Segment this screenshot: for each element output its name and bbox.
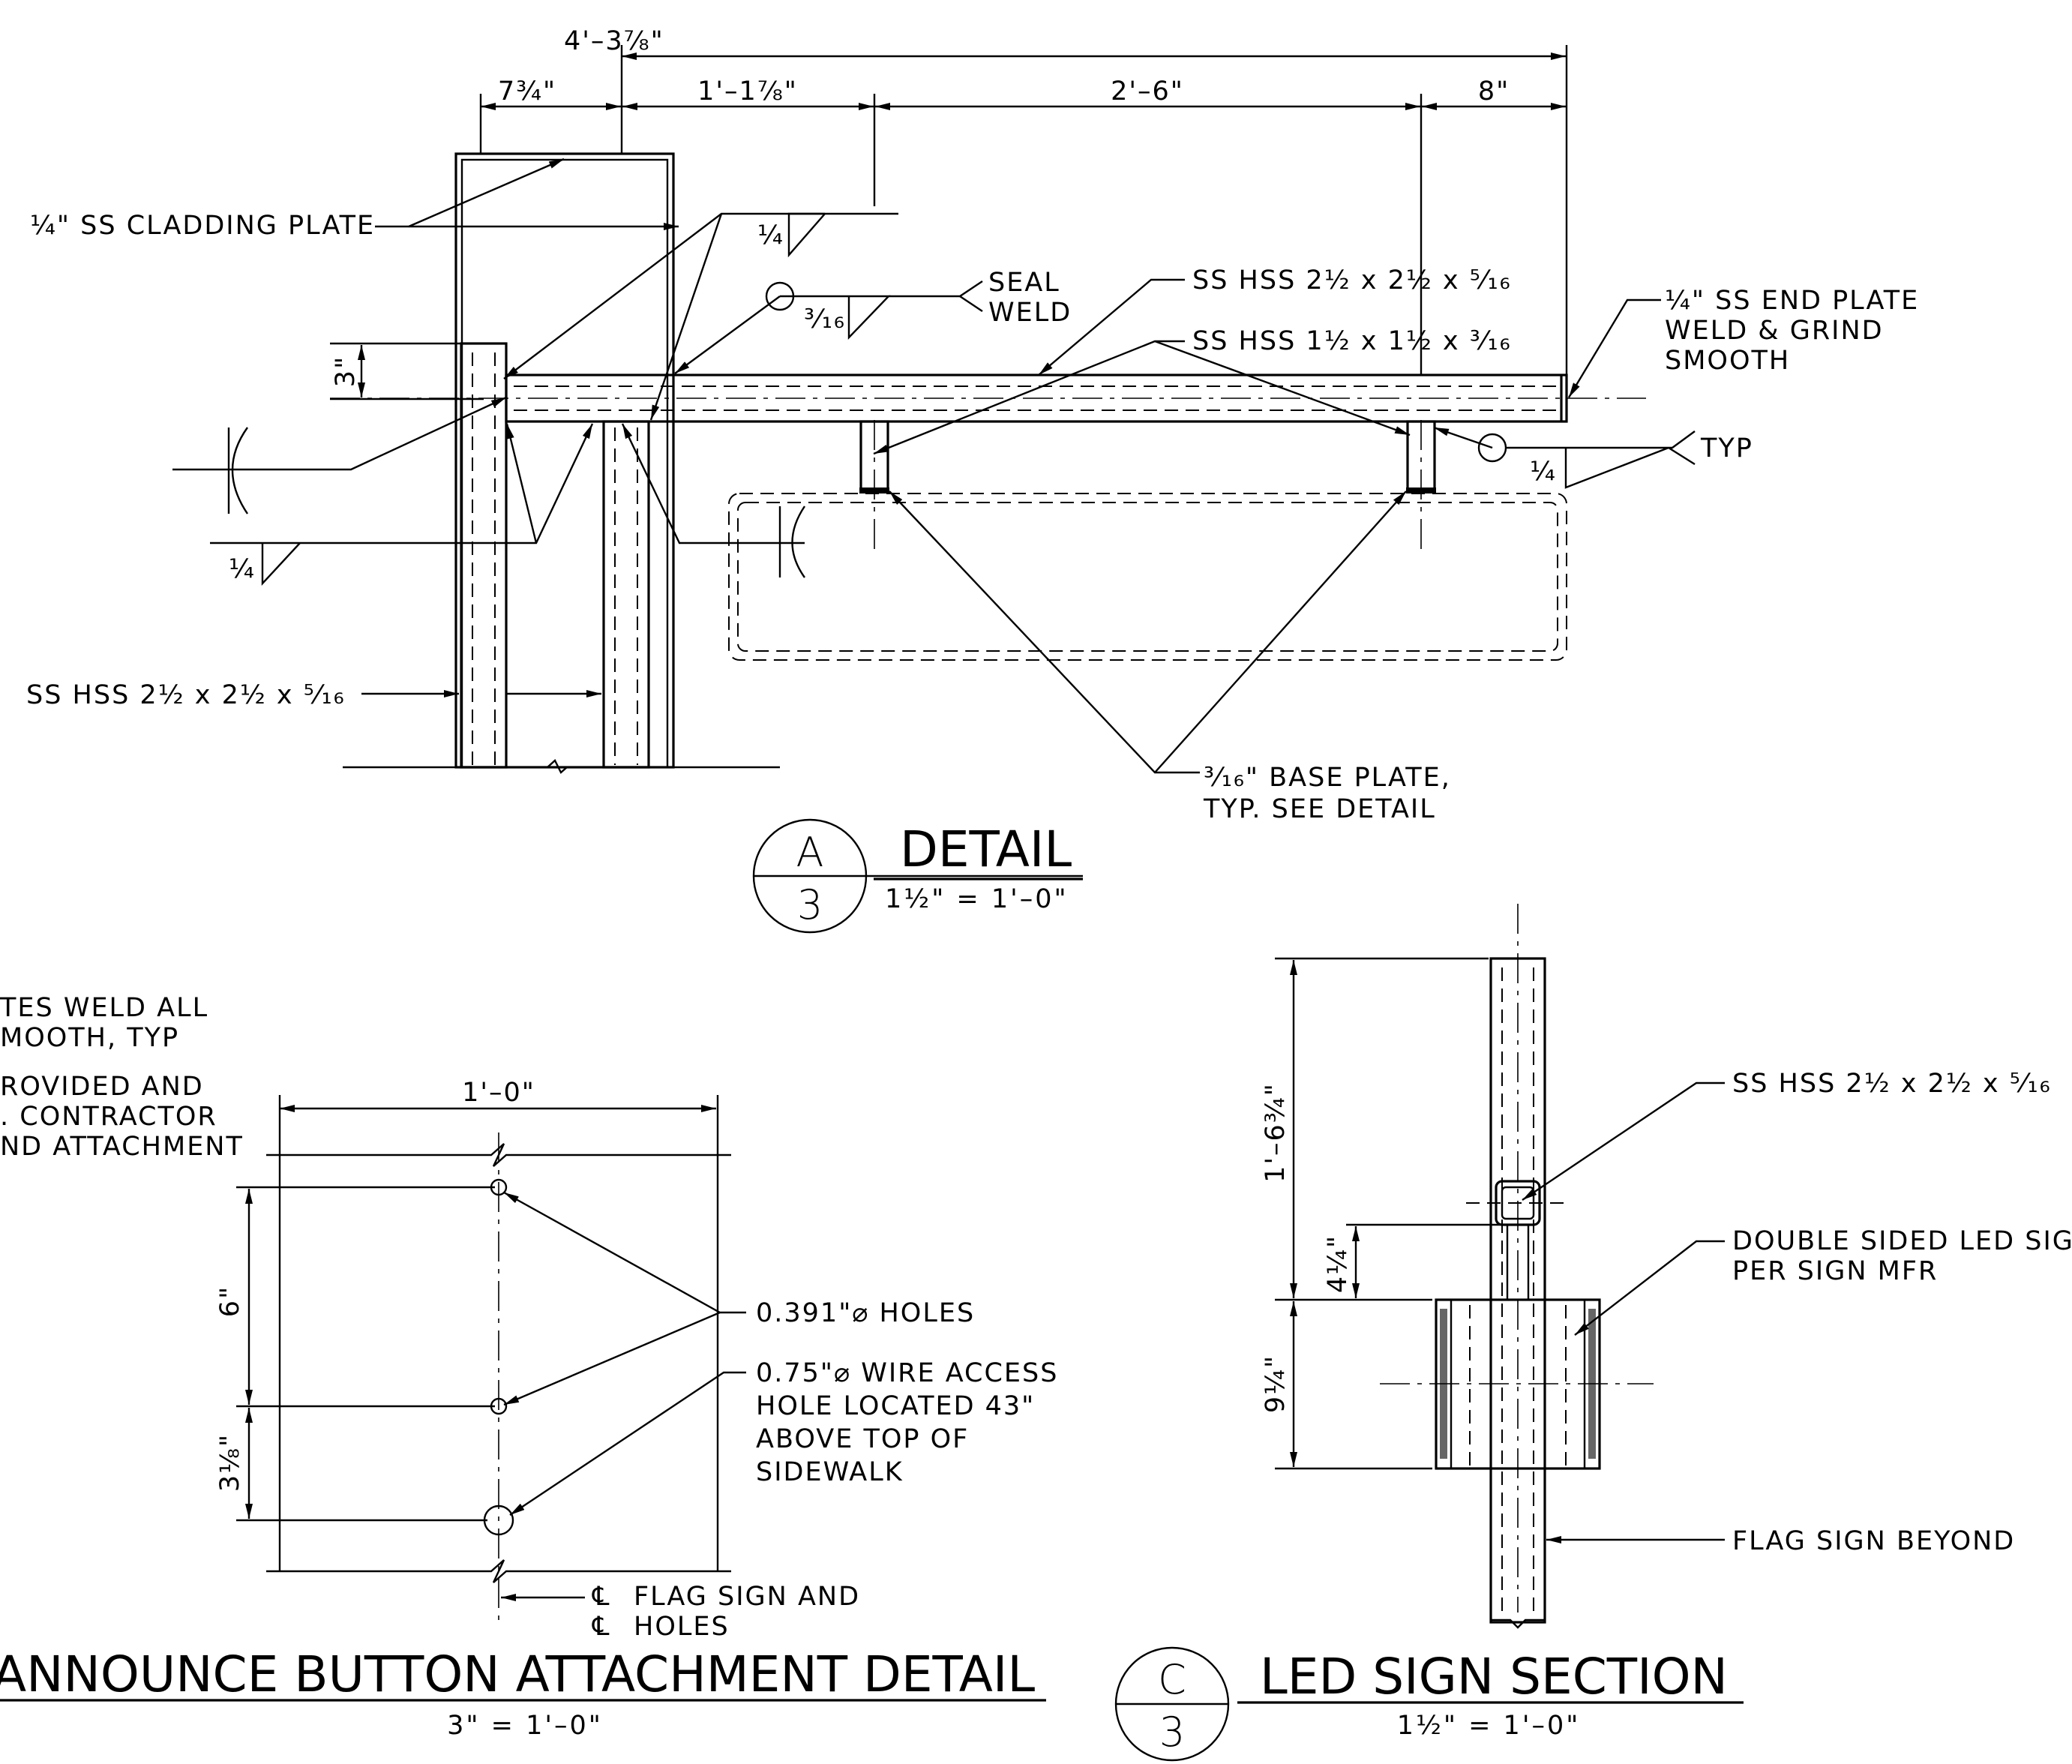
title-detail-b: ANNOUNCE BUTTON ATTACHMENT DETAIL [0,1646,1035,1703]
note-line-4: . CONTRACTOR [0,1102,217,1132]
note-line-5: ND ATTACHMENT [0,1132,244,1162]
notes-left: TES WELD ALL MOOTH, TYP ROVIDED AND . CO… [0,993,244,1162]
detail-c: 1'–6¾" 4¼" 9¼" SS HSS 2½ x 2½ x ⁵⁄₁₆ DOU… [1114,904,2072,1762]
scale-detail-b: 3" = 1'–0" [447,1711,603,1741]
bubble-sheet-c: 3 [1159,1708,1185,1756]
dim-1-0: 1'–0" [462,1078,535,1108]
detail-a: 4'–3⅞" 7¾" 1'–1⅞" 2'–6" 8" 3" [26,26,1919,934]
label-end-plate-1: ¼" SS END PLATE [1665,286,1919,316]
label-end-plate-2: WELD & GRIND [1665,316,1884,346]
label-base-plate-1: ³⁄₁₆" BASE PLATE, [1204,763,1451,793]
label-wire-3: ABOVE TOP OF [756,1424,969,1454]
label-typ: TYP [1700,434,1753,464]
detail-a-leaders [172,158,1696,774]
label-hss-large: SS HSS 2½ x 2½ x ⁵⁄₁₆ [1192,266,1512,296]
label-wire-4: SIDEWALK [756,1457,904,1487]
scale-detail-a: 1½" = 1'–0" [885,884,1069,914]
dim-9-1-4: 9¼" [1261,1354,1291,1413]
bubble-letter-c: C [1158,1656,1186,1703]
detail-b-leaders [501,1191,746,1601]
title-detail-a: DETAIL [900,820,1072,878]
bubble-sheet-a: 3 [797,881,823,928]
label-cl-2: HOLES [634,1612,730,1642]
label-holes: 0.391"⌀ HOLES [756,1298,975,1328]
dim-3-1-8: 3⅛" [215,1433,245,1492]
led-post [1466,904,1571,1629]
label-led-2: PER SIGN MFR [1732,1256,1938,1286]
label-seal-weld-1: SEAL [988,268,1060,298]
detail-c-title-block [1114,1646,1744,1762]
button-plate [266,1132,731,1620]
dim-4-1-4: 4¼" [1323,1234,1353,1293]
weld-symbol-2: ³⁄₁₆ [804,304,846,334]
dim-3-vertical: 3" [331,356,361,387]
label-hss-small: SS HSS 1½ x 1½ x ³⁄₁₆ [1192,326,1512,356]
weld-symbol-typ: ¼ [1530,457,1557,487]
label-cl-1: FLAG SIGN AND [634,1582,860,1612]
label-base-plate-2: TYP. SEE DETAIL [1203,794,1436,824]
hangers [859,420,1436,494]
label-end-plate-3: SMOOTH [1665,346,1790,376]
dim-1-6-3-4: 1'–6¾" [1261,1082,1291,1183]
horizontal-arm [330,374,1646,423]
dim-7-3-4: 7¾" [498,76,556,106]
label-seal-weld-2: WELD [988,298,1072,328]
detail-c-leaders [1522,1082,1725,1544]
ground-line [343,759,780,774]
detail-a-title-block [752,818,1083,934]
weld-symbol-3: ¼ [229,554,256,584]
led-sign [1380,1298,1654,1470]
label-wire-2: HOLE LOCATED 43" [756,1391,1035,1421]
label-led-1: DOUBLE SIDED LED SIGN [1732,1226,2072,1256]
note-line-3: ROVIDED AND [0,1072,204,1102]
weld-symbol-1: ¼ [757,220,784,250]
dim-8: 8" [1478,76,1510,106]
bubble-letter-a: A [796,829,824,876]
dim-1-1-7-8: 1'–1⅞" [697,76,798,106]
dim-overall: 4'–3⅞" [564,26,664,56]
detail-b-dimensions [236,1186,495,1522]
label-cladding-plate: ¼" SS CLADDING PLATE [30,211,375,241]
detail-b: 1'–0" 6" 3⅛" 0.391"⌀ H [0,1078,1058,1741]
label-flag-sign: FLAG SIGN BEYOND [1732,1526,2015,1556]
label-hss-c: SS HSS 2½ x 2½ x ⁵⁄₁₆ [1732,1069,2052,1099]
sign-box-hidden [728,420,1567,661]
cl-symbol-2: ℄ [592,1612,610,1642]
post-right [602,420,650,769]
note-line-2: MOOTH, TYP [0,1023,179,1053]
title-detail-c: LED SIGN SECTION [1260,1648,1728,1706]
cl-symbol-1: ℄ [592,1582,610,1612]
note-line-1: TES WELD ALL [0,993,208,1023]
dim-6: 6" [215,1286,245,1317]
detail-c-dimensions [1275,957,1504,1470]
label-wire-1: 0.75"⌀ WIRE ACCESS [756,1358,1058,1388]
scale-detail-c: 1½" = 1'–0" [1397,1711,1581,1741]
label-post-hss: SS HSS 2½ x 2½ x ⁵⁄₁₆ [26,680,346,710]
detail-a-dimensions [330,45,1568,400]
dim-2-6: 2'–6" [1111,76,1184,106]
